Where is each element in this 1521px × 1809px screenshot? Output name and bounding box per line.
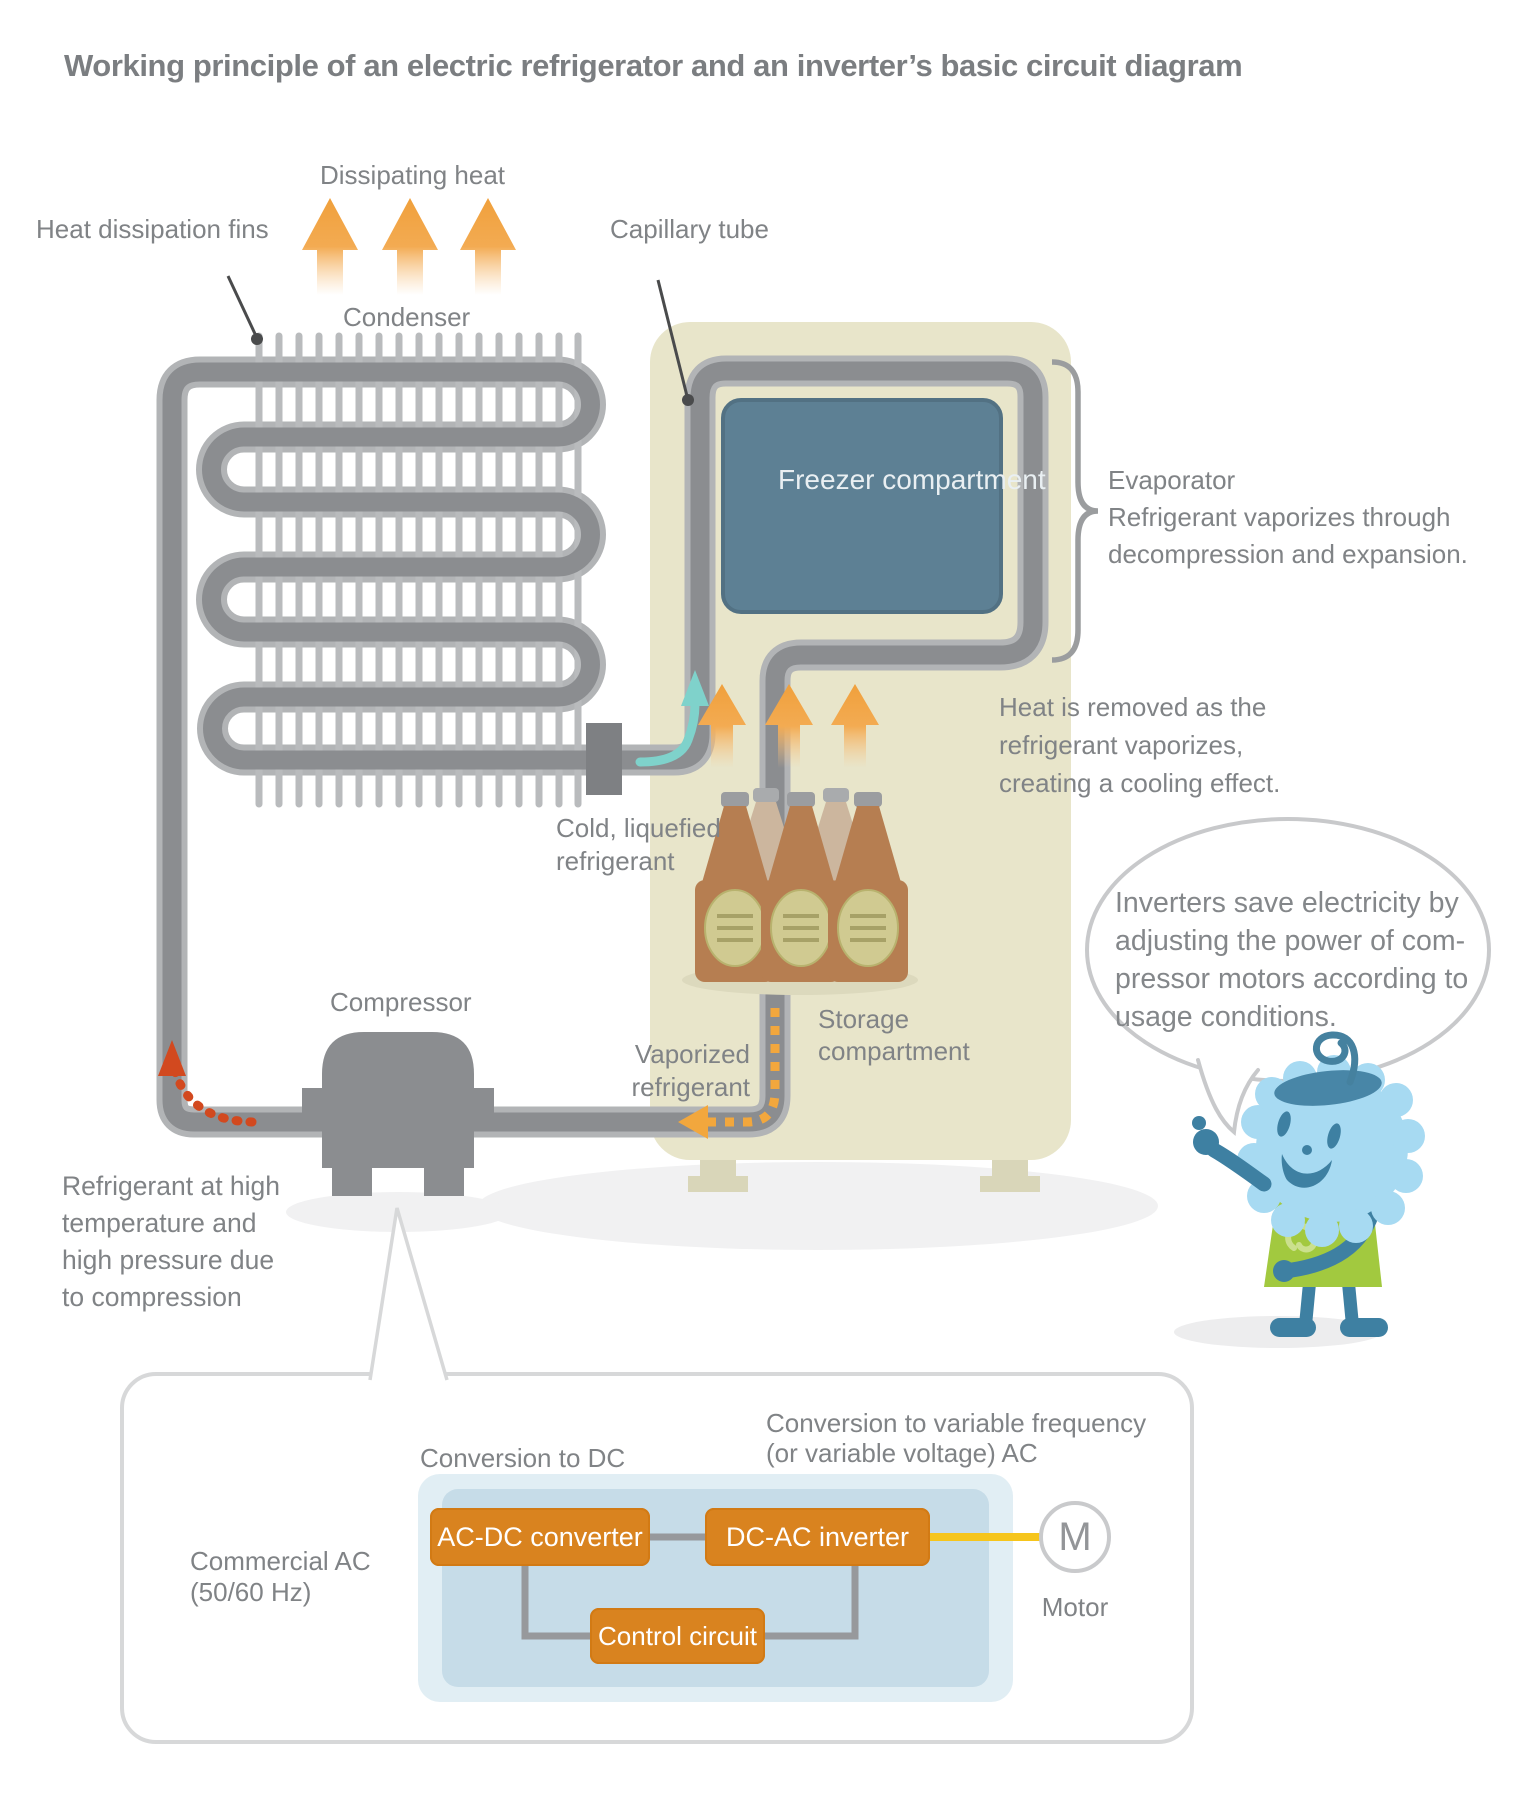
commercial-ac-label: Commercial AC (50/60 Hz): [190, 1546, 371, 1607]
conversion-ac-label: Conversion to variable frequency (or var…: [766, 1408, 1147, 1468]
freezer-box: [721, 398, 1003, 614]
speech-bubble-text: Inverters save electricity by adjusting …: [1115, 887, 1469, 1033]
pointer-lines: [226, 275, 694, 406]
capillary-tube-label: Capillary tube: [610, 214, 769, 244]
evaporator-brace: [1051, 359, 1099, 663]
front-bottle: [828, 792, 908, 982]
cold-refrigerant-arrow: [635, 670, 709, 767]
evaporator-label: Evaporator Refrigerant vaporizes through…: [1108, 465, 1468, 569]
heat-removed-label: Heat is removed as the refrigerant vapor…: [999, 692, 1281, 798]
ac-dc-converter-box: AC-DC converter: [430, 1508, 650, 1566]
mascot-face: [1277, 1111, 1341, 1188]
cold-liquefied-label: Cold, liquefied refrigerant: [556, 813, 721, 876]
mascot-left-arm: [1206, 1142, 1272, 1192]
dc-ac-inverter-box: DC-AC inverter: [705, 1508, 930, 1566]
condenser-label: Condenser: [343, 302, 471, 332]
mascot-spiral-hair: [1313, 1031, 1359, 1086]
page-title: Working principle of an electric refrige…: [64, 48, 1243, 83]
front-bottle: [761, 792, 841, 982]
high-pressure-label: Refrigerant at high temperature and high…: [62, 1171, 281, 1312]
speech-bubble: [1085, 817, 1491, 1136]
heat-dissipation-fins-label: Heat dissipation fins: [36, 214, 269, 244]
freezer-compartment-label: Freezer compartment: [778, 464, 1046, 495]
dissipating-heat-arrows: [302, 198, 516, 295]
dissipating-heat-label: Dissipating heat: [320, 160, 505, 190]
bottles: [682, 788, 918, 995]
front-bottle: [695, 792, 775, 982]
conversion-dc-label: Conversion to DC: [420, 1443, 626, 1473]
vaporized-label: Vaporized refrigerant: [631, 1039, 751, 1102]
motor-symbol: M: [1039, 1501, 1111, 1573]
mascot: [1192, 1031, 1425, 1337]
compressor-label: Compressor: [330, 987, 472, 1017]
storage-heat-arrows: [698, 684, 879, 768]
mascot-rim: [1274, 1070, 1382, 1106]
vaporized-refrigerant-arrow: [678, 1008, 780, 1139]
motor-label: Motor: [1041, 1592, 1109, 1622]
control-circuit-box: Control circuit: [590, 1608, 765, 1664]
storage-compartment-label: Storage compartment: [818, 1004, 970, 1066]
compressor: [302, 1032, 494, 1196]
dryer-block: [586, 723, 622, 795]
high-pressure-arrow: [158, 1040, 257, 1127]
